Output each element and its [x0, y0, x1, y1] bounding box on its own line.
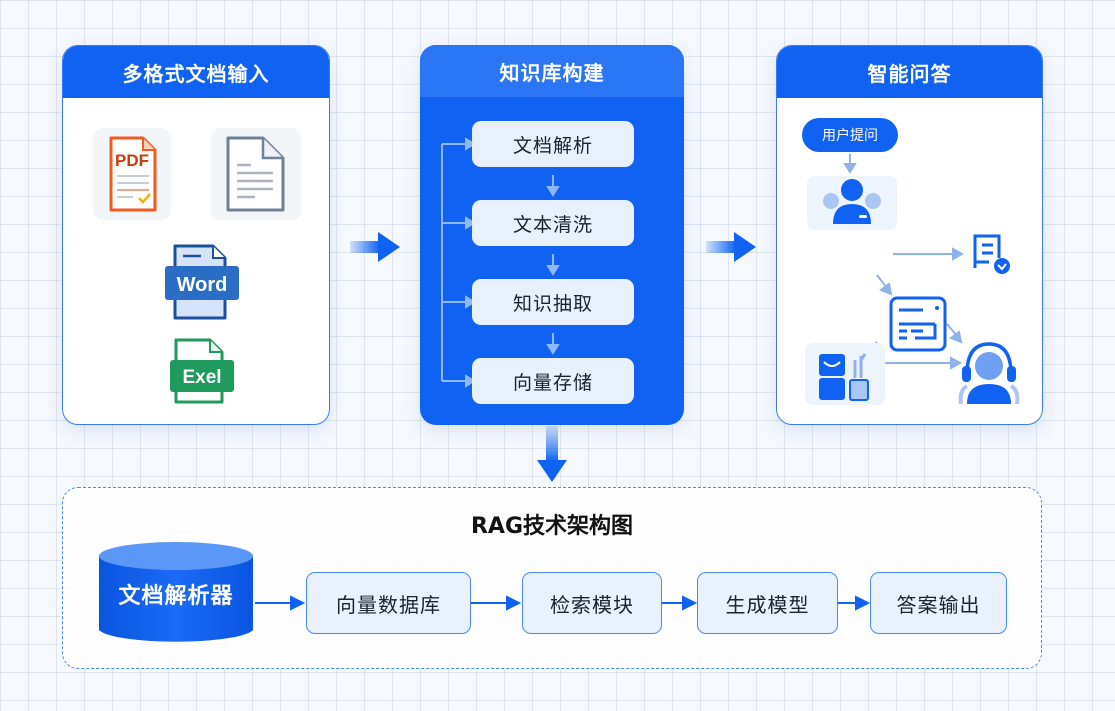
word-file-icon: Word: [165, 244, 239, 320]
flow-arrow-down-icon: [537, 426, 567, 482]
word-tile: Word: [163, 242, 243, 322]
answer-output-node[interactable]: 答案输出: [870, 572, 1007, 634]
rag-architecture-panel: RAG技术架构图 文档解析器 向量数据库 检索模块 生成模型 答案输出: [62, 487, 1042, 669]
flow-arrow-right-icon: [350, 232, 400, 262]
qa-title: 智能问答: [777, 46, 1042, 98]
pdf-label: PDF: [115, 151, 149, 170]
document-parser-node[interactable]: 文档解析器: [118, 584, 234, 609]
text-file-tile: [211, 128, 301, 220]
document-input-title: 多格式文档输入: [63, 46, 329, 98]
excel-tile: Exel: [166, 336, 240, 406]
text-file-icon: [226, 136, 285, 212]
database-cylinder-icon: [99, 542, 253, 642]
knowledge-base-card: 知识库构建 文档解析 文本清洗 知识抽取 向量存储: [420, 45, 684, 425]
pdf-file-icon: PDF: [109, 136, 157, 212]
document-input-card: 多格式文档输入 PDF: [62, 45, 330, 425]
excel-label: Exel: [182, 367, 221, 388]
support-agent-icon: [958, 342, 1020, 405]
flow-arrow-right-icon: [706, 232, 756, 262]
robot-plant-icon: [819, 353, 869, 401]
user-question-pill[interactable]: 用户提问: [802, 118, 898, 152]
knowledge-base-title: 知识库构建: [420, 45, 684, 97]
document-check-icon: [973, 234, 1001, 268]
word-label: Word: [177, 274, 228, 296]
user-group-icon: [823, 179, 881, 224]
rag-connector-arrows: [255, 595, 871, 611]
excel-file-icon: Exel: [170, 338, 234, 404]
qa-card: 智能问答 用户提问: [776, 45, 1043, 425]
kb-step-knowledge-extraction[interactable]: 知识抽取: [472, 279, 634, 325]
kb-step-text-cleaning[interactable]: 文本清洗: [472, 200, 634, 246]
kb-connector-lines: [441, 137, 560, 388]
kb-step-vector-storage[interactable]: 向量存储: [472, 358, 634, 404]
vector-database-node[interactable]: 向量数据库: [306, 572, 471, 634]
kb-step-document-parsing[interactable]: 文档解析: [472, 121, 634, 167]
rag-title: RAG技术架构图: [470, 514, 634, 539]
browser-window-icon: [889, 296, 947, 352]
retrieval-module-node[interactable]: 检索模块: [522, 572, 662, 634]
generation-model-node[interactable]: 生成模型: [697, 572, 838, 634]
pdf-tile: PDF: [93, 128, 171, 220]
qa-flow-diagram: [805, 154, 1020, 405]
